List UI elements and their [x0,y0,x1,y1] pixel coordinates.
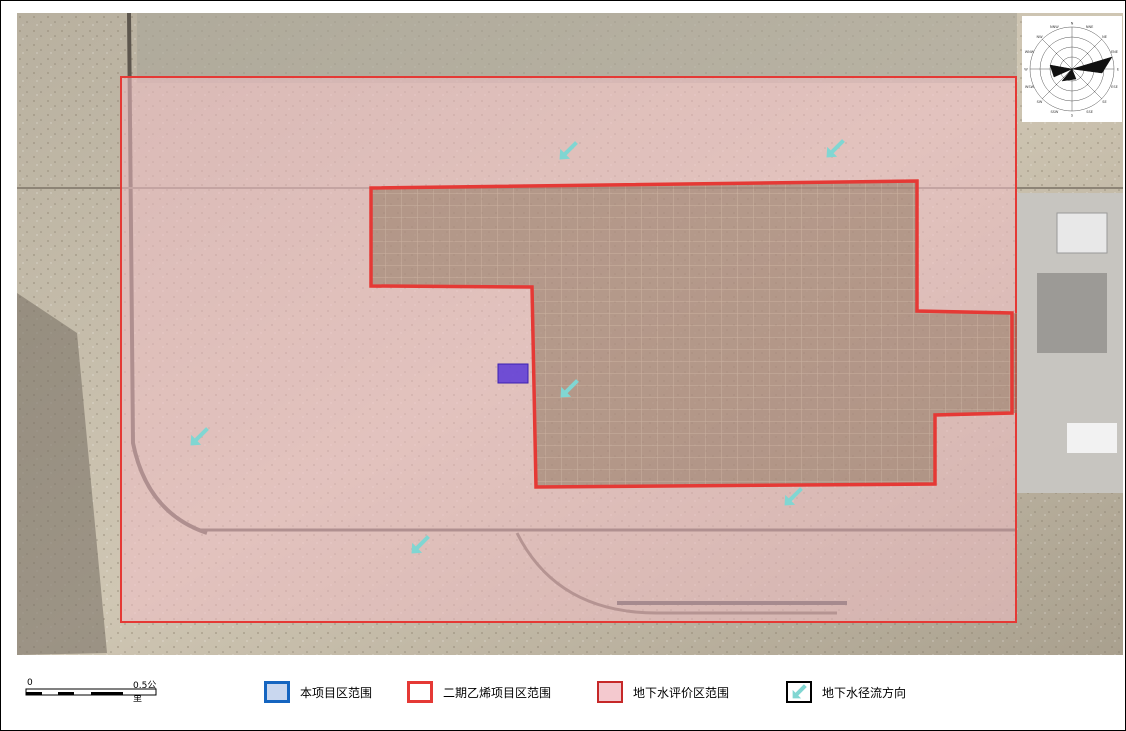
compass-label: S [1071,114,1074,118]
compass-label: WSW [1025,85,1035,89]
industrial-block [1067,423,1117,453]
legend-label: 本项目区范围 [300,685,373,700]
compass-label: E [1117,68,1119,72]
legend: 0 0.5公里 本项目区范围 二期乙烯项目区范围 地下水评价区范围 地下水径流方… [17,660,1117,720]
flow-arrow-icon [560,379,579,398]
compass-label: N [1071,22,1074,26]
phase2-ethylene-boundary [369,179,1014,489]
project-area [497,363,529,384]
scale-zero-label: 0 [27,678,33,688]
compass-label: W [1024,68,1028,72]
compass-label: NNW [1050,25,1059,29]
legend-swatch-evaluation-area [597,681,623,703]
flow-arrow-icon [411,535,430,554]
satellite-map: N NNE NE ENE E ESE SE SSE S SSW SW WSW W WNW NW NNW [17,13,1123,655]
flow-arrow-icon [190,427,209,446]
scale-bar-graphic [25,688,157,696]
legend-label: 地下水评价区范围 [633,685,730,700]
farmland [371,181,1017,487]
scale-bar: 0 0.5公里 [25,678,165,704]
compass-label: SSE [1086,110,1093,114]
legend-label: 地下水径流方向 [822,685,907,700]
legend-swatch-phase2-boundary [407,681,433,703]
compass-label: WNW [1025,50,1035,54]
flow-arrow-icon [559,141,578,160]
flow-arrow-icon [826,139,845,158]
legend-item-flow-direction: 地下水径流方向 [786,680,906,704]
legend-swatch-project-area [264,681,290,703]
compass-label: ESE [1111,85,1118,89]
compass-label: NE [1102,35,1107,39]
flow-arrow-icon [784,487,803,506]
legend-item-project-area: 本项目区范围 [264,680,372,704]
compass-label: SW [1037,100,1043,104]
compass-label: SSW [1050,110,1058,114]
compass-label: SE [1102,100,1106,104]
legend-label: 二期乙烯项目区范围 [443,685,552,700]
flow-arrow-icon [792,684,807,699]
industrial-block [1037,273,1107,353]
industrial-block [1056,212,1108,254]
wind-rose: N NNE NE ENE E ESE SE SSE S SSW SW WSW W WNW NW NNW [1022,16,1122,122]
compass-label: NNE [1086,25,1093,29]
wind-rose-petals [1049,56,1113,82]
legend-swatch-flow-direction [786,681,812,703]
hill-top [137,13,1017,83]
scale-end-label: 0.5公里 [133,681,157,704]
legend-item-evaluation-area: 地下水评价区范围 [597,680,729,704]
legend-item-phase2-boundary: 二期乙烯项目区范围 [407,680,551,704]
rocky-slope [17,293,107,655]
compass-label: NW [1036,35,1043,39]
flow-arrows [190,139,845,554]
compass-label: ENE [1111,50,1118,54]
